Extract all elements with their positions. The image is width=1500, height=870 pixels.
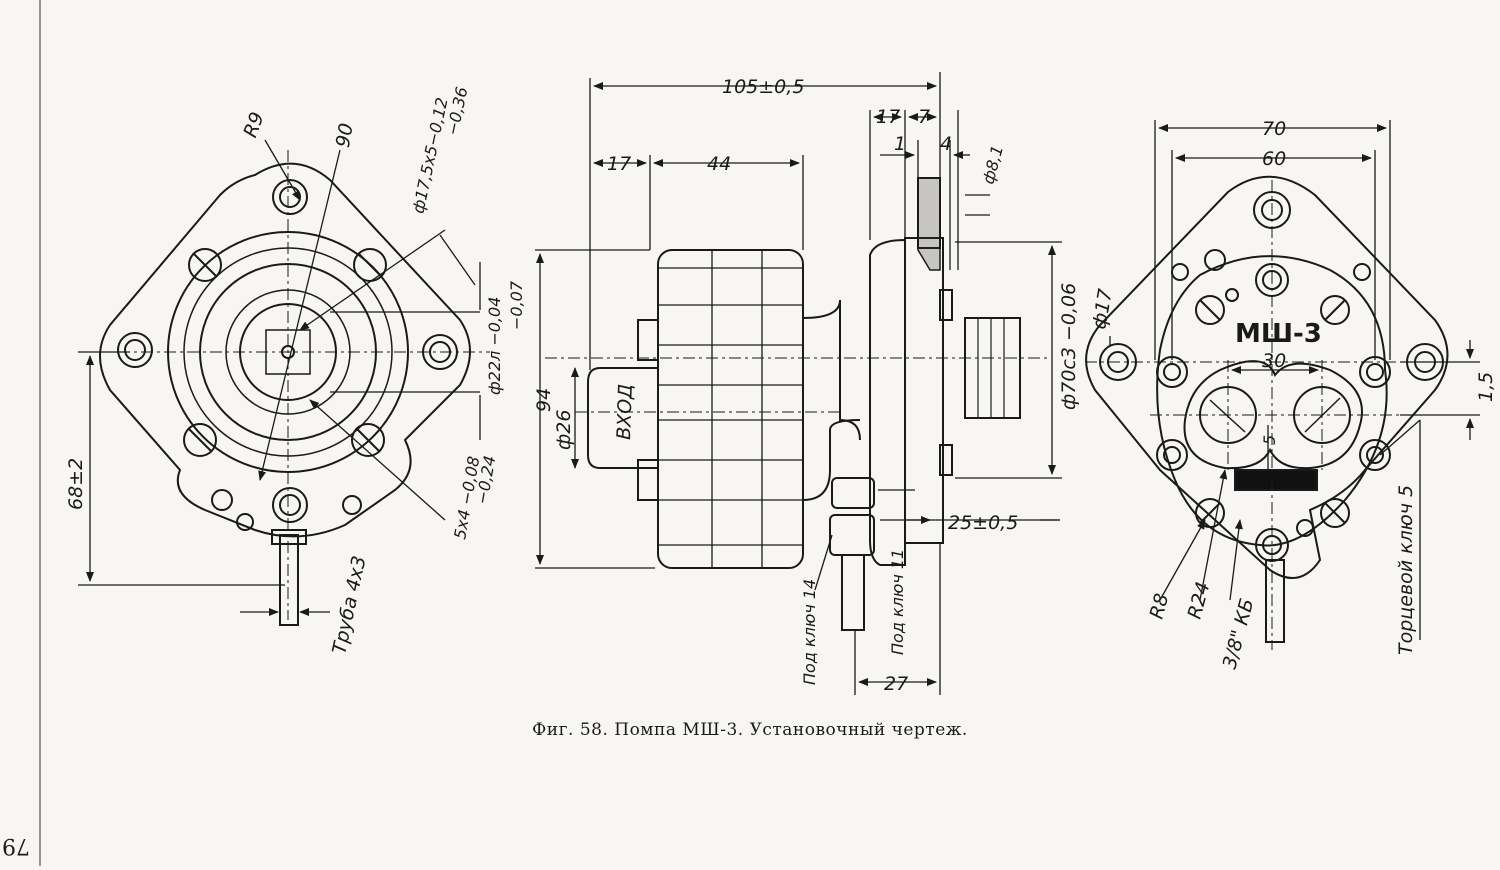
middle-flange-step-bottom <box>939 444 953 476</box>
label-shaft-tol: −0,07 <box>507 280 526 330</box>
label-shaft-dim: ф22л −0,04 <box>485 297 504 395</box>
figure-caption: Фиг. 58. Помпа МШ-3. Установочный чертеж… <box>532 720 968 740</box>
label-4: 4 <box>940 133 952 155</box>
left-tube <box>279 534 299 626</box>
label-wrench-11: Под ключ 11 <box>888 549 907 655</box>
left-flange-outline <box>99 162 471 538</box>
middle-ear-hatch <box>917 177 941 271</box>
left-height-dim <box>78 351 330 616</box>
label-17a: 17 <box>607 153 631 175</box>
label-r24: R24 <box>1184 579 1215 621</box>
left-view <box>78 139 490 626</box>
label-44: 44 <box>707 153 731 175</box>
middle-body <box>657 249 804 569</box>
label-27: 27 <box>884 673 908 695</box>
middle-flange-step-top <box>939 289 953 321</box>
right-view-labels: 70 60 ф17 МШ-3 30 1,5 5 R8 R24 3/8" КБ Т… <box>1088 118 1497 671</box>
label-r9: R9 <box>239 109 268 140</box>
inlet-boss <box>587 367 658 469</box>
right-centre-lines <box>1085 180 1460 650</box>
label-5: 5 <box>1260 435 1279 445</box>
middle-dims <box>535 72 1062 695</box>
right-view <box>1085 120 1480 650</box>
right-nameplate <box>1234 469 1318 491</box>
label-socket-wrench: Торцевой ключ 5 <box>1395 485 1417 655</box>
inlet-lug-top <box>637 319 659 361</box>
right-body-outline <box>1156 255 1388 547</box>
label-bolt-dim: ф17,5x5−0,12 <box>409 96 452 215</box>
middle-view-labels: 105±0,5 17 44 17 7 1 4 ф8,1 94 ф26 ВХОД … <box>533 76 1080 695</box>
middle-view <box>535 72 1062 695</box>
label-inlet: ВХОД <box>613 384 637 441</box>
middle-splined-shaft <box>964 317 1021 419</box>
label-thread: 3/8" КБ <box>1219 596 1259 671</box>
middle-fitting-nut-top <box>831 477 875 509</box>
middle-flange <box>904 237 944 544</box>
right-dims <box>1109 120 1480 640</box>
label-tube: Труба 4x3 <box>328 554 370 656</box>
inlet-lug-bottom <box>637 459 659 501</box>
label-7: 7 <box>918 106 930 128</box>
left-tube-fitting <box>271 529 307 545</box>
label-wrench-14: Под ключ 14 <box>800 579 819 685</box>
label-model: МШ-3 <box>1235 319 1322 349</box>
label-1-5: 1,5 <box>1475 372 1497 402</box>
label-60: 60 <box>1262 148 1286 170</box>
left-view-labels: R9 90 ф17,5x5−0,12 −0,36 ф22л −0,04 −0,0… <box>65 85 526 656</box>
page-number: 79 <box>2 833 30 858</box>
right-tube <box>1265 559 1285 643</box>
label-1: 1 <box>894 133 906 155</box>
label-90: 90 <box>332 122 358 150</box>
left-centre-lines <box>95 150 490 620</box>
label-flange-dia: ф70с3 −0,06 <box>1058 283 1080 410</box>
label-17b: 17 <box>876 106 900 128</box>
middle-shaft-splines <box>977 318 1005 418</box>
label-total-length: 105±0,5 <box>722 76 804 98</box>
middle-body-ribs <box>658 250 803 568</box>
middle-neck-lower <box>802 419 861 501</box>
label-70: 70 <box>1262 118 1286 140</box>
middle-fitting-stem <box>841 554 865 631</box>
label-d17: ф17 <box>1088 287 1117 331</box>
label-30: 30 <box>1262 350 1286 372</box>
right-flange-outline <box>1085 175 1449 579</box>
middle-fitting-nut-bottom <box>829 514 875 556</box>
label-bolt-tol: −0,36 <box>443 85 472 137</box>
label-94: 94 <box>533 388 555 412</box>
label-r8: R8 <box>1146 591 1174 621</box>
label-height: 68±2 <box>65 458 87 510</box>
label-26: ф26 <box>553 410 575 450</box>
label-25: 25±0,5 <box>948 512 1018 534</box>
label-hole: ф8,1 <box>979 143 1007 186</box>
middle-neck <box>802 299 861 441</box>
left-leaders <box>258 139 481 521</box>
middle-housing <box>869 238 906 566</box>
